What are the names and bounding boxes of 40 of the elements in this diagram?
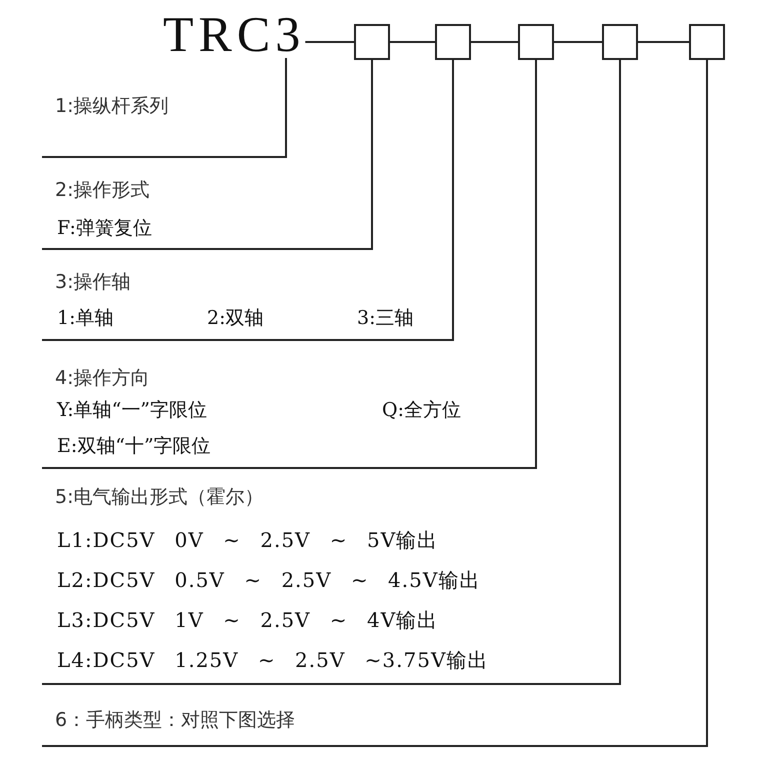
model-code: TRC3 bbox=[163, 10, 306, 58]
option-panel bbox=[42, 70, 287, 158]
option-panel bbox=[42, 250, 454, 341]
option-text: L3:DC5V 1V ~ 2.5V ~ 4V输出 bbox=[57, 608, 438, 632]
option-panel bbox=[42, 341, 537, 469]
code-box bbox=[435, 24, 471, 60]
connector-line bbox=[638, 41, 689, 43]
code-box bbox=[602, 24, 638, 60]
option-text: Y:单轴“一”字限位 bbox=[57, 398, 208, 422]
option-text: L4:DC5V 1.25V ~ 2.5V ~3.75V输出 bbox=[57, 648, 488, 672]
connector-line bbox=[371, 60, 373, 158]
section-heading: 4:操作方向 bbox=[55, 366, 150, 390]
option-panel bbox=[42, 685, 708, 747]
section-heading: 5:电气输出形式（霍尔） bbox=[55, 485, 264, 509]
option-panel bbox=[42, 469, 621, 685]
connector-line bbox=[390, 41, 435, 43]
section-heading: 2:操作形式 bbox=[55, 178, 150, 202]
code-box bbox=[354, 24, 390, 60]
connector-line bbox=[554, 41, 602, 43]
option-text: L1:DC5V 0V ~ 2.5V ~ 5V输出 bbox=[57, 528, 438, 552]
option-text: Q:全方位 bbox=[382, 398, 461, 422]
option-text: 1:单轴 bbox=[57, 306, 114, 330]
option-text: F:弹簧复位 bbox=[57, 216, 152, 240]
connector-line bbox=[305, 41, 354, 43]
connector-line bbox=[452, 60, 454, 250]
section-heading: 1:操纵杆系列 bbox=[55, 94, 168, 118]
option-text: L2:DC5V 0.5V ~ 2.5V ~ 4.5V输出 bbox=[57, 568, 480, 592]
option-panel bbox=[42, 158, 373, 250]
connector-line bbox=[619, 60, 621, 469]
section-heading: 3:操作轴 bbox=[55, 270, 130, 294]
option-text: E:双轴“十”字限位 bbox=[57, 434, 211, 458]
option-text: 3:三轴 bbox=[357, 306, 414, 330]
section-heading: 6：手柄类型：对照下图选择 bbox=[55, 708, 296, 732]
code-box bbox=[518, 24, 554, 60]
connector-line bbox=[285, 58, 287, 70]
connector-line bbox=[706, 60, 708, 685]
connector-line bbox=[471, 41, 518, 43]
option-text: 2:双轴 bbox=[207, 306, 264, 330]
connector-line bbox=[535, 60, 537, 341]
code-box bbox=[689, 24, 725, 60]
